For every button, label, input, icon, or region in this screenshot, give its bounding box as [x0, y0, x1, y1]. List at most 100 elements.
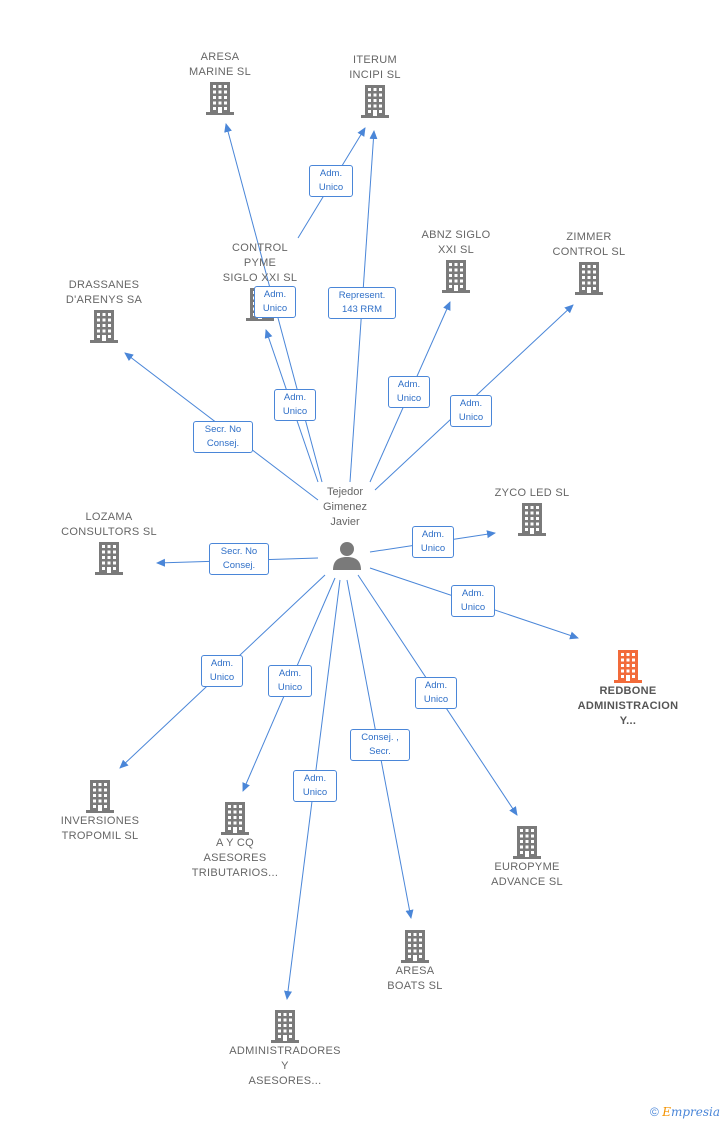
edge-label-line: Unico	[302, 787, 328, 798]
company-label-line: Y...	[619, 715, 637, 727]
company-label-line: TRIBUTARIOS...	[191, 867, 279, 879]
edge-label-line: Adm.	[278, 668, 302, 679]
company-label-line: LOZAMA	[85, 511, 133, 523]
edge-label-line: Adm.	[424, 680, 448, 691]
company-label-line: ADMINISTRADORES	[229, 1045, 341, 1057]
edge-label-zyco-led[interactable]: Adm. Unico	[412, 526, 454, 558]
company-label-line: Y	[281, 1060, 289, 1072]
company-label-line: MARINE SL	[189, 66, 251, 78]
company-label-line: D'ARENYS SA	[65, 294, 143, 306]
company-label-line: ABNZ SIGLO	[421, 229, 491, 241]
center-person-label[interactable]: Tejedor Gimenez Javier	[290, 485, 400, 530]
company-node-lozama[interactable]: LOZAMA CONSULTORS SL	[39, 510, 179, 576]
company-node-aresa-marine[interactable]: ARESA MARINE SL	[150, 50, 290, 116]
building-icon	[345, 928, 485, 964]
edge-label-inversiones[interactable]: Adm.Unico	[201, 655, 243, 687]
company-label-line: ADVANCE SL	[491, 876, 563, 888]
watermark: © Empresia	[650, 1105, 720, 1119]
edge-label-line: Unico	[282, 406, 308, 417]
company-label: INVERSIONES TROPOMIL SL	[30, 814, 170, 844]
edge-label-line: Adm.	[319, 168, 343, 179]
edge-label-line: Adm.	[283, 392, 307, 403]
company-label-line: PYME	[243, 257, 277, 269]
company-label: ARESA BOATS SL	[345, 964, 485, 994]
company-node-inversiones[interactable]: INVERSIONES TROPOMIL SL	[30, 778, 170, 844]
building-icon	[165, 800, 305, 836]
company-label-line: INCIPI SL	[349, 69, 401, 81]
edge-label-line: Unico	[396, 393, 422, 404]
edge-label-line: Unico	[420, 543, 446, 554]
edge-label-line: Consej.	[206, 438, 240, 449]
person-icon[interactable]	[332, 540, 362, 575]
company-label-line: INVERSIONES	[60, 815, 140, 827]
edge-label-line: Secr. No	[204, 424, 242, 435]
company-label-line: ZYCO LED SL	[494, 487, 570, 499]
building-icon	[30, 778, 170, 814]
edge-label-line: Adm.	[421, 529, 445, 540]
edge-label-control-pyme[interactable]: Adm. Unico	[254, 286, 296, 318]
company-label-line: BOATS SL	[387, 980, 443, 992]
edge-label-line: Unico	[262, 303, 288, 314]
edge-label-line: Adm.	[461, 588, 485, 599]
company-node-redbone[interactable]: REDBONE ADMINISTRACION Y...	[558, 648, 698, 729]
building-icon	[34, 308, 174, 344]
edge-label-redbone[interactable]: Adm. Unico	[451, 585, 495, 617]
edge-label-administradores[interactable]: Adm. Unico	[293, 770, 337, 802]
company-label: ARESA MARINE SL	[150, 50, 290, 80]
company-label-line: CONTROL	[232, 242, 288, 254]
company-node-aresa-boats[interactable]: ARESA BOATS SL	[345, 928, 485, 994]
building-icon	[150, 80, 290, 116]
company-label: REDBONE ADMINISTRACION Y...	[558, 684, 698, 729]
edge-label-aresa-boats[interactable]: Consej. ,Secr.	[350, 729, 410, 761]
company-label-line: TROPOMIL SL	[61, 830, 139, 842]
company-node-zyco-led[interactable]: ZYCO LED SL	[462, 486, 602, 537]
company-label-line: REDBONE	[599, 685, 657, 697]
edge-label-drassanes[interactable]: Secr. No Consej.	[193, 421, 253, 453]
edge-label-line: Consej.	[222, 560, 256, 571]
company-label-line: ARESA	[395, 965, 435, 977]
company-label-line: CONSULTORS SL	[61, 526, 157, 538]
edge-label-zimmer-control[interactable]: Adm.Unico	[450, 395, 492, 427]
company-label-line: ASESORES	[203, 852, 267, 864]
edge-label-line: Unico	[318, 182, 344, 193]
edge-label-line: Adm.	[303, 773, 327, 784]
center-label-line: Tejedor	[326, 486, 364, 498]
building-icon	[519, 260, 659, 296]
building-icon	[558, 648, 698, 684]
edge-label-a-y-cq[interactable]: Adm.Unico	[268, 665, 312, 697]
company-label-line: ARESA	[200, 51, 240, 63]
edge-label-line: Adm.	[263, 289, 287, 300]
center-label-line: Javier	[330, 516, 360, 528]
building-icon	[215, 1008, 355, 1044]
company-node-europyme[interactable]: EUROPYME ADVANCE SL	[457, 824, 597, 890]
edge-label-line: Unico	[209, 672, 235, 683]
company-label: ZYCO LED SL	[462, 486, 602, 501]
edge-label-iterum-incipi[interactable]: Adm. Unico	[309, 165, 353, 197]
company-label-line: ADMINISTRACION	[577, 700, 679, 712]
edge-label-control-pyme[interactable]: Adm. Unico	[274, 389, 316, 421]
brand-initial: E	[662, 1105, 671, 1119]
edge-label-lozama[interactable]: Secr. No Consej.	[209, 543, 269, 575]
edge-label-line: Unico	[460, 602, 486, 613]
edge-label-line: Unico	[458, 412, 484, 423]
edge-label-line: Unico	[423, 694, 449, 705]
building-icon	[305, 83, 445, 119]
edge-label-abnz-siglo[interactable]: Adm.Unico	[388, 376, 430, 408]
edge-label-line: Secr. No	[220, 546, 258, 557]
edge-label-iterum-incipi[interactable]: Represent.143 RRM	[328, 287, 396, 319]
company-label-line: EUROPYME	[494, 861, 560, 873]
edge-label-europyme[interactable]: Adm. Unico	[415, 677, 457, 709]
company-label-line: CONTROL SL	[552, 246, 626, 258]
